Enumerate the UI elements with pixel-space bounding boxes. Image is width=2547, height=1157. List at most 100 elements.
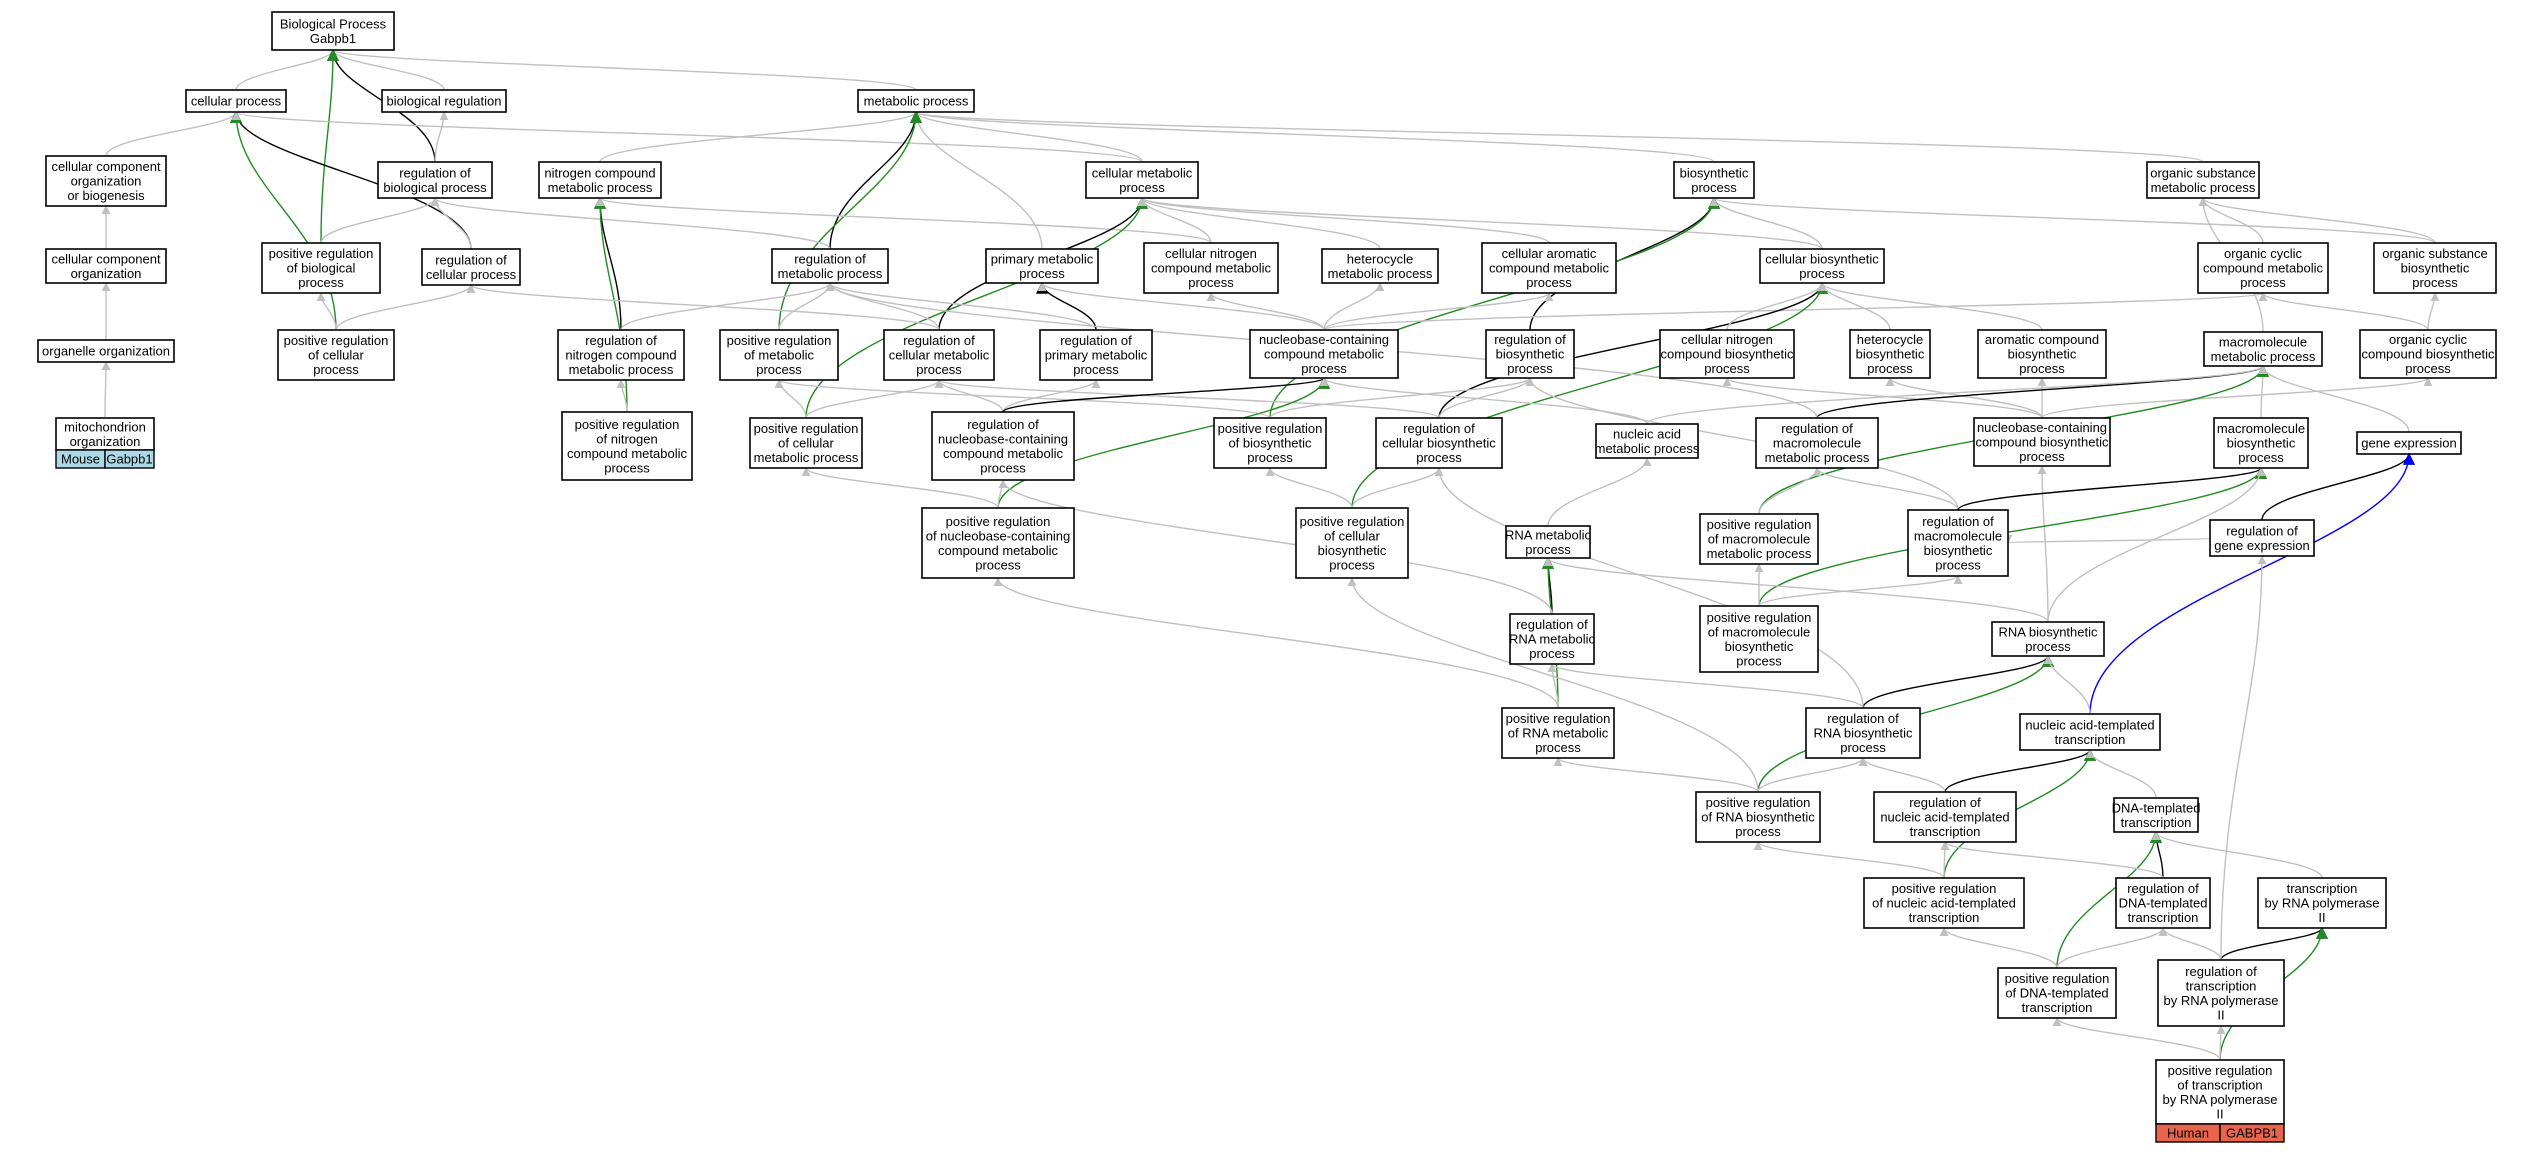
go-term-box [1973,417,2111,467]
edge-is-a [993,577,1559,709]
edge-is-a [911,111,1043,250]
edge-is-a [1709,197,2436,244]
relation-edge [1323,282,1385,331]
go-term-label: process [1507,361,1553,376]
relation-edge [599,111,921,163]
go-term-label: biosynthetic [1496,347,1565,362]
relation-edge [2004,534,2211,544]
go-term-label: process [1535,740,1581,755]
go-term-node[interactable]: gene expression [2356,431,2462,455]
go-term-box [261,242,381,294]
go-term-node[interactable]: regulation ofnucleobase-containingcompou… [931,411,1075,481]
relation-edge [911,111,1143,163]
go-term-node[interactable]: cellular process [185,89,287,113]
go-term-label: Biological Process [280,16,387,31]
go-term-node[interactable]: biological regulation [381,89,507,113]
relation-edge [829,110,922,250]
go-term-box [2157,959,2285,1027]
go-term-label: compound metabolic [1264,347,1384,362]
go-term-label: by RNA polymerase [2164,993,2279,1008]
go-term-node[interactable]: metabolic process [857,89,975,113]
relation-edge [911,111,1043,250]
relation-edge [466,284,940,331]
edge-is-a [997,479,1008,509]
go-term-node[interactable]: regulation ofmacromoleculebiosyntheticpr… [1907,509,2009,577]
relation-edge [2220,926,2328,961]
relation-edge [2220,555,2267,961]
go-term-label: regulation of [1516,617,1588,632]
go-term-node[interactable]: organelle organization [37,339,175,363]
edge-regulates [1036,281,1097,331]
go-term-label: of DNA-templated [2005,986,2108,1001]
go-term-label: of biosynthetic [1228,436,1312,451]
edge-part-of [2089,452,2415,715]
go-term-label: regulation of [903,333,975,348]
relation-edge [1943,748,2096,879]
go-term-label: metabolic process [2151,180,2256,195]
edge-is-a [1137,197,1550,244]
edge-is-a [2158,927,2222,961]
edge-regulates [1438,281,1828,419]
edge-is-a [1351,467,1444,509]
